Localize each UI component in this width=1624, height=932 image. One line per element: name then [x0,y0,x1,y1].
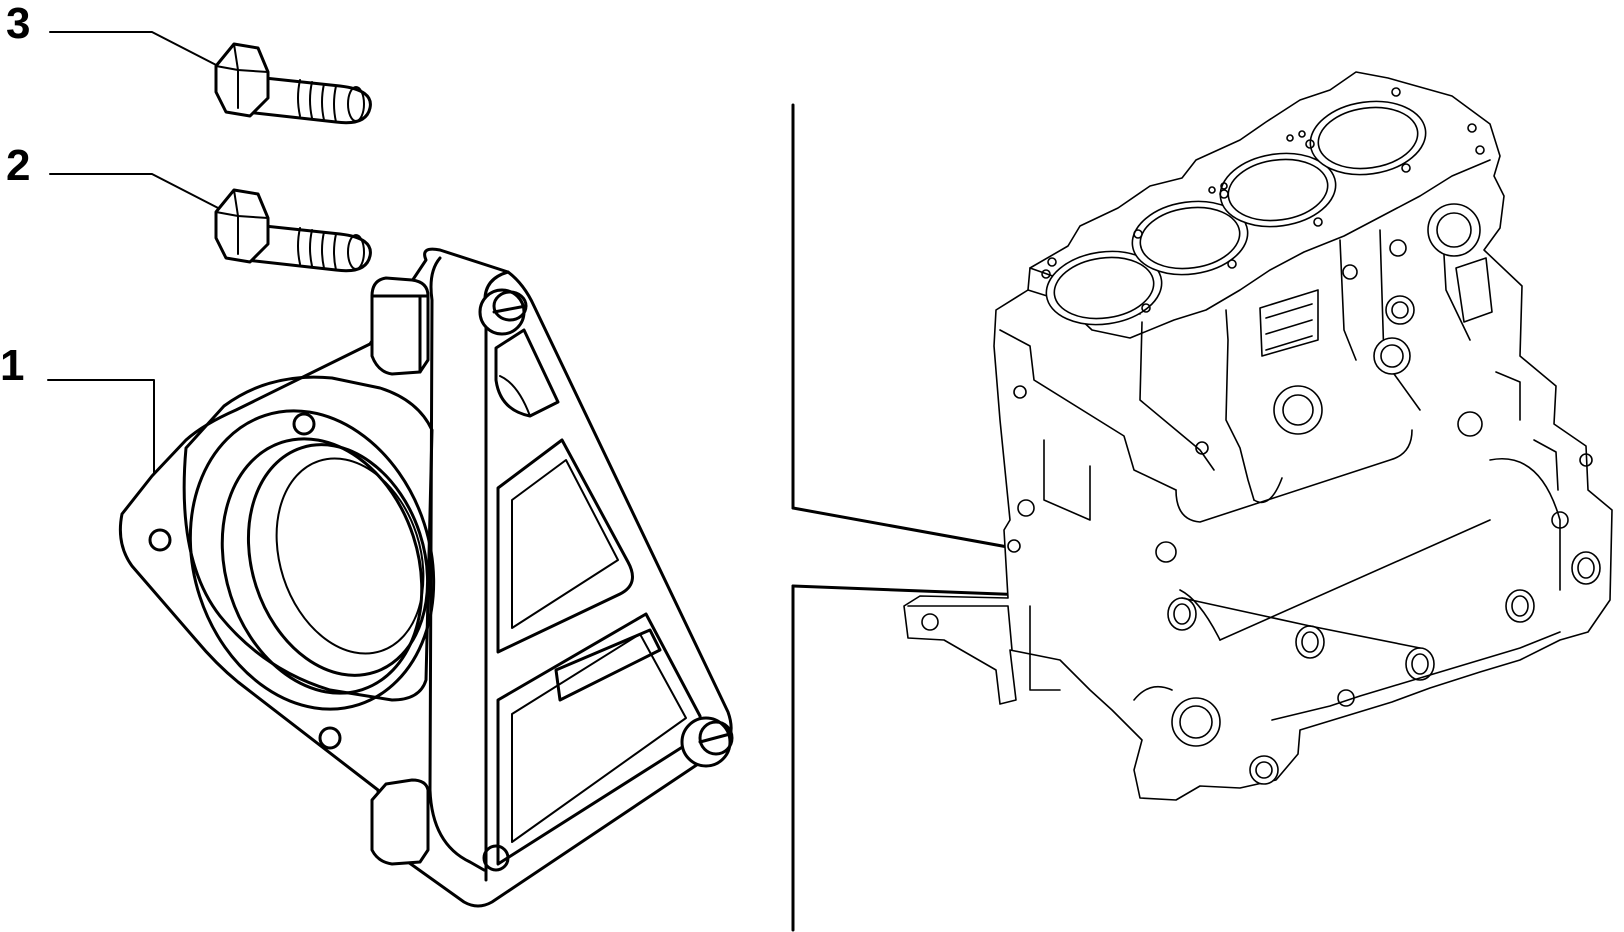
bolt-2 [214,188,372,273]
callout-3: 3 [6,0,223,69]
callout-label-1: 1 [0,341,24,390]
callout-label-2: 2 [6,141,30,190]
callout-label-3: 3 [6,0,30,48]
engine-block [903,71,1613,801]
callout-2: 2 [6,141,223,211]
leader-line-2 [49,173,223,211]
bolt-3 [214,42,372,125]
leader-line-1 [47,379,155,489]
callout-1: 1 [0,341,155,489]
support-bracket [118,247,734,908]
leader-line-3 [49,31,223,69]
